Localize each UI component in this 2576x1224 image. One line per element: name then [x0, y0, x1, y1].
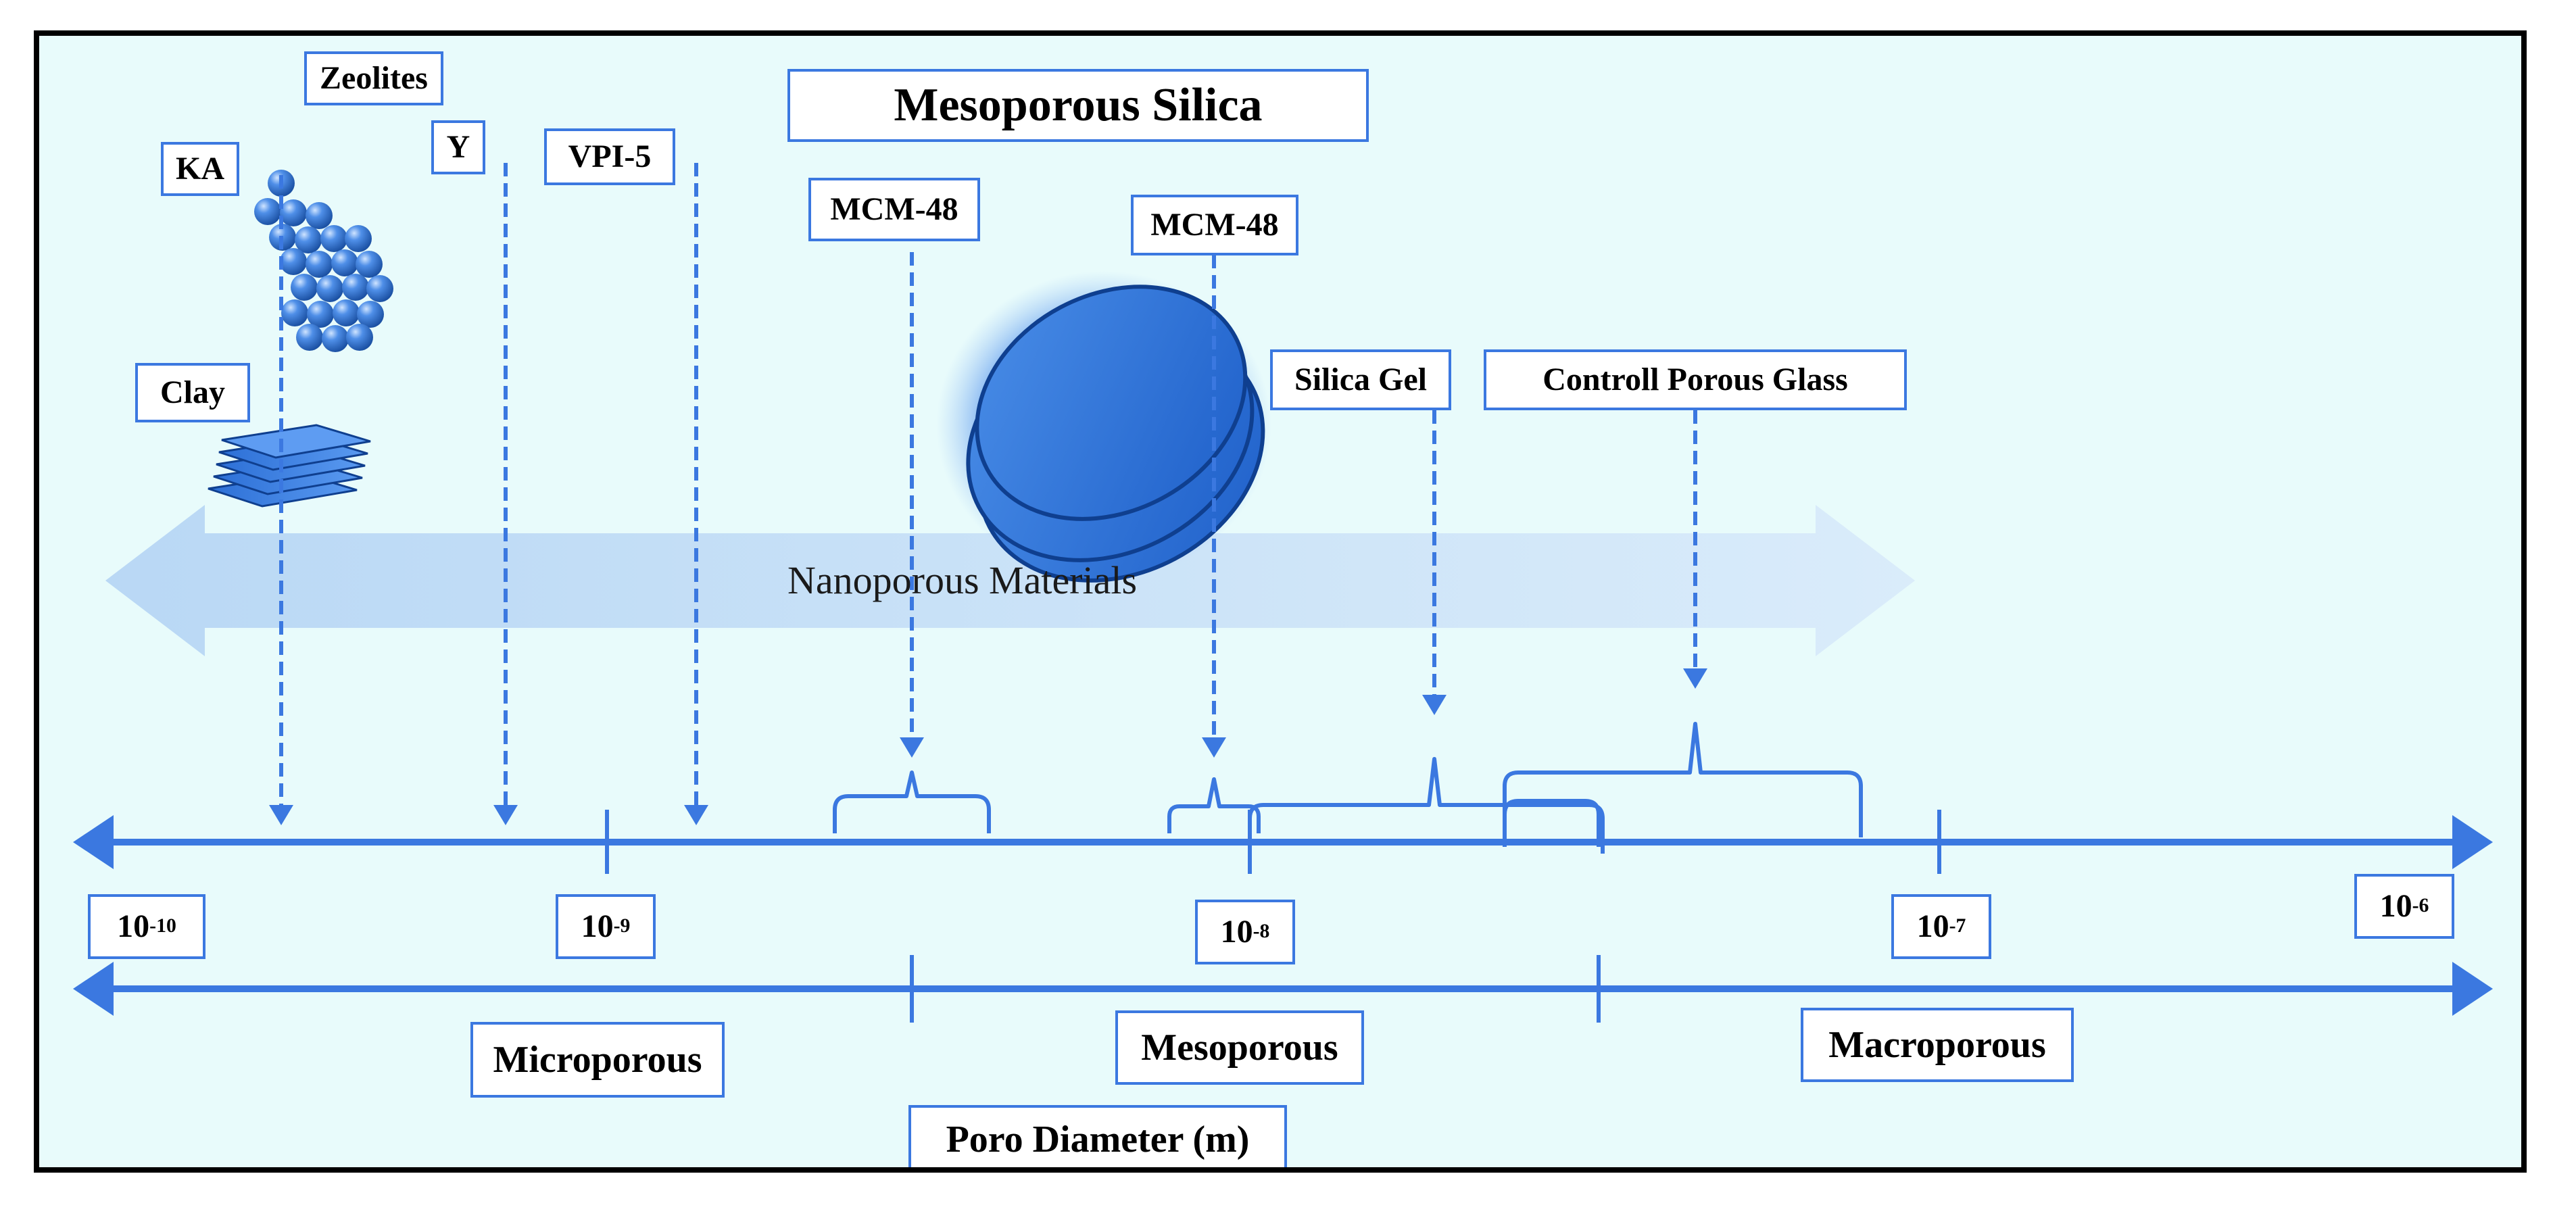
nanoporous-band: [105, 505, 1915, 656]
tick-label-1e-7: 10-7: [1891, 894, 1991, 959]
pointer-heads: [269, 668, 1707, 825]
y-label: Y: [431, 120, 485, 174]
macroporous-label: Macroporous: [1801, 1008, 2074, 1082]
figure-frame: Mesoporous Silica Zeolites KA Y VPI-5 Cl…: [34, 30, 2527, 1173]
layered-sheets-icon: [208, 424, 371, 508]
scale-axis: [73, 810, 2493, 874]
ka-label: KA: [161, 142, 239, 196]
clay-label: Clay: [135, 363, 250, 422]
mcm48-label-b: MCM-48: [1131, 195, 1298, 255]
axis-title: Poro Diameter (m): [908, 1105, 1287, 1167]
region-axis: [73, 955, 2493, 1023]
mesoporous-silica-title: Mesoporous Silica: [787, 69, 1369, 142]
mesoporous-particle-icon: [936, 271, 1271, 583]
microporous-label: Microporous: [470, 1022, 725, 1098]
nanoporous-materials-label: Nanoporous Materials: [787, 558, 1138, 602]
controll-porous-glass-label: Controll Porous Glass: [1484, 349, 1907, 410]
brace-mcm48-b: [1167, 777, 1261, 833]
silica-gel-label: Silica Gel: [1270, 349, 1451, 410]
vpi5-label: VPI-5: [544, 128, 675, 185]
tick-label-1e-8: 10-8: [1195, 900, 1295, 964]
range-braces: [833, 722, 1863, 854]
mesoporous-label: Mesoporous: [1115, 1010, 1364, 1085]
brace-mcm48-a: [833, 770, 991, 833]
zeolites-label: Zeolites: [304, 51, 443, 105]
sphere-cluster-icon: [254, 170, 393, 352]
tick-label-1e-9: 10-9: [556, 894, 656, 959]
diagram-canvas: [73, 163, 2493, 1023]
mcm48-label-a: MCM-48: [808, 178, 980, 241]
pointer-lines: [279, 163, 1697, 810]
brace-controll-porous-glass: [1503, 722, 1863, 837]
tick-label-1e-10: 10-10: [88, 894, 205, 959]
tick-label-1e-6: 10-6: [2354, 874, 2454, 939]
